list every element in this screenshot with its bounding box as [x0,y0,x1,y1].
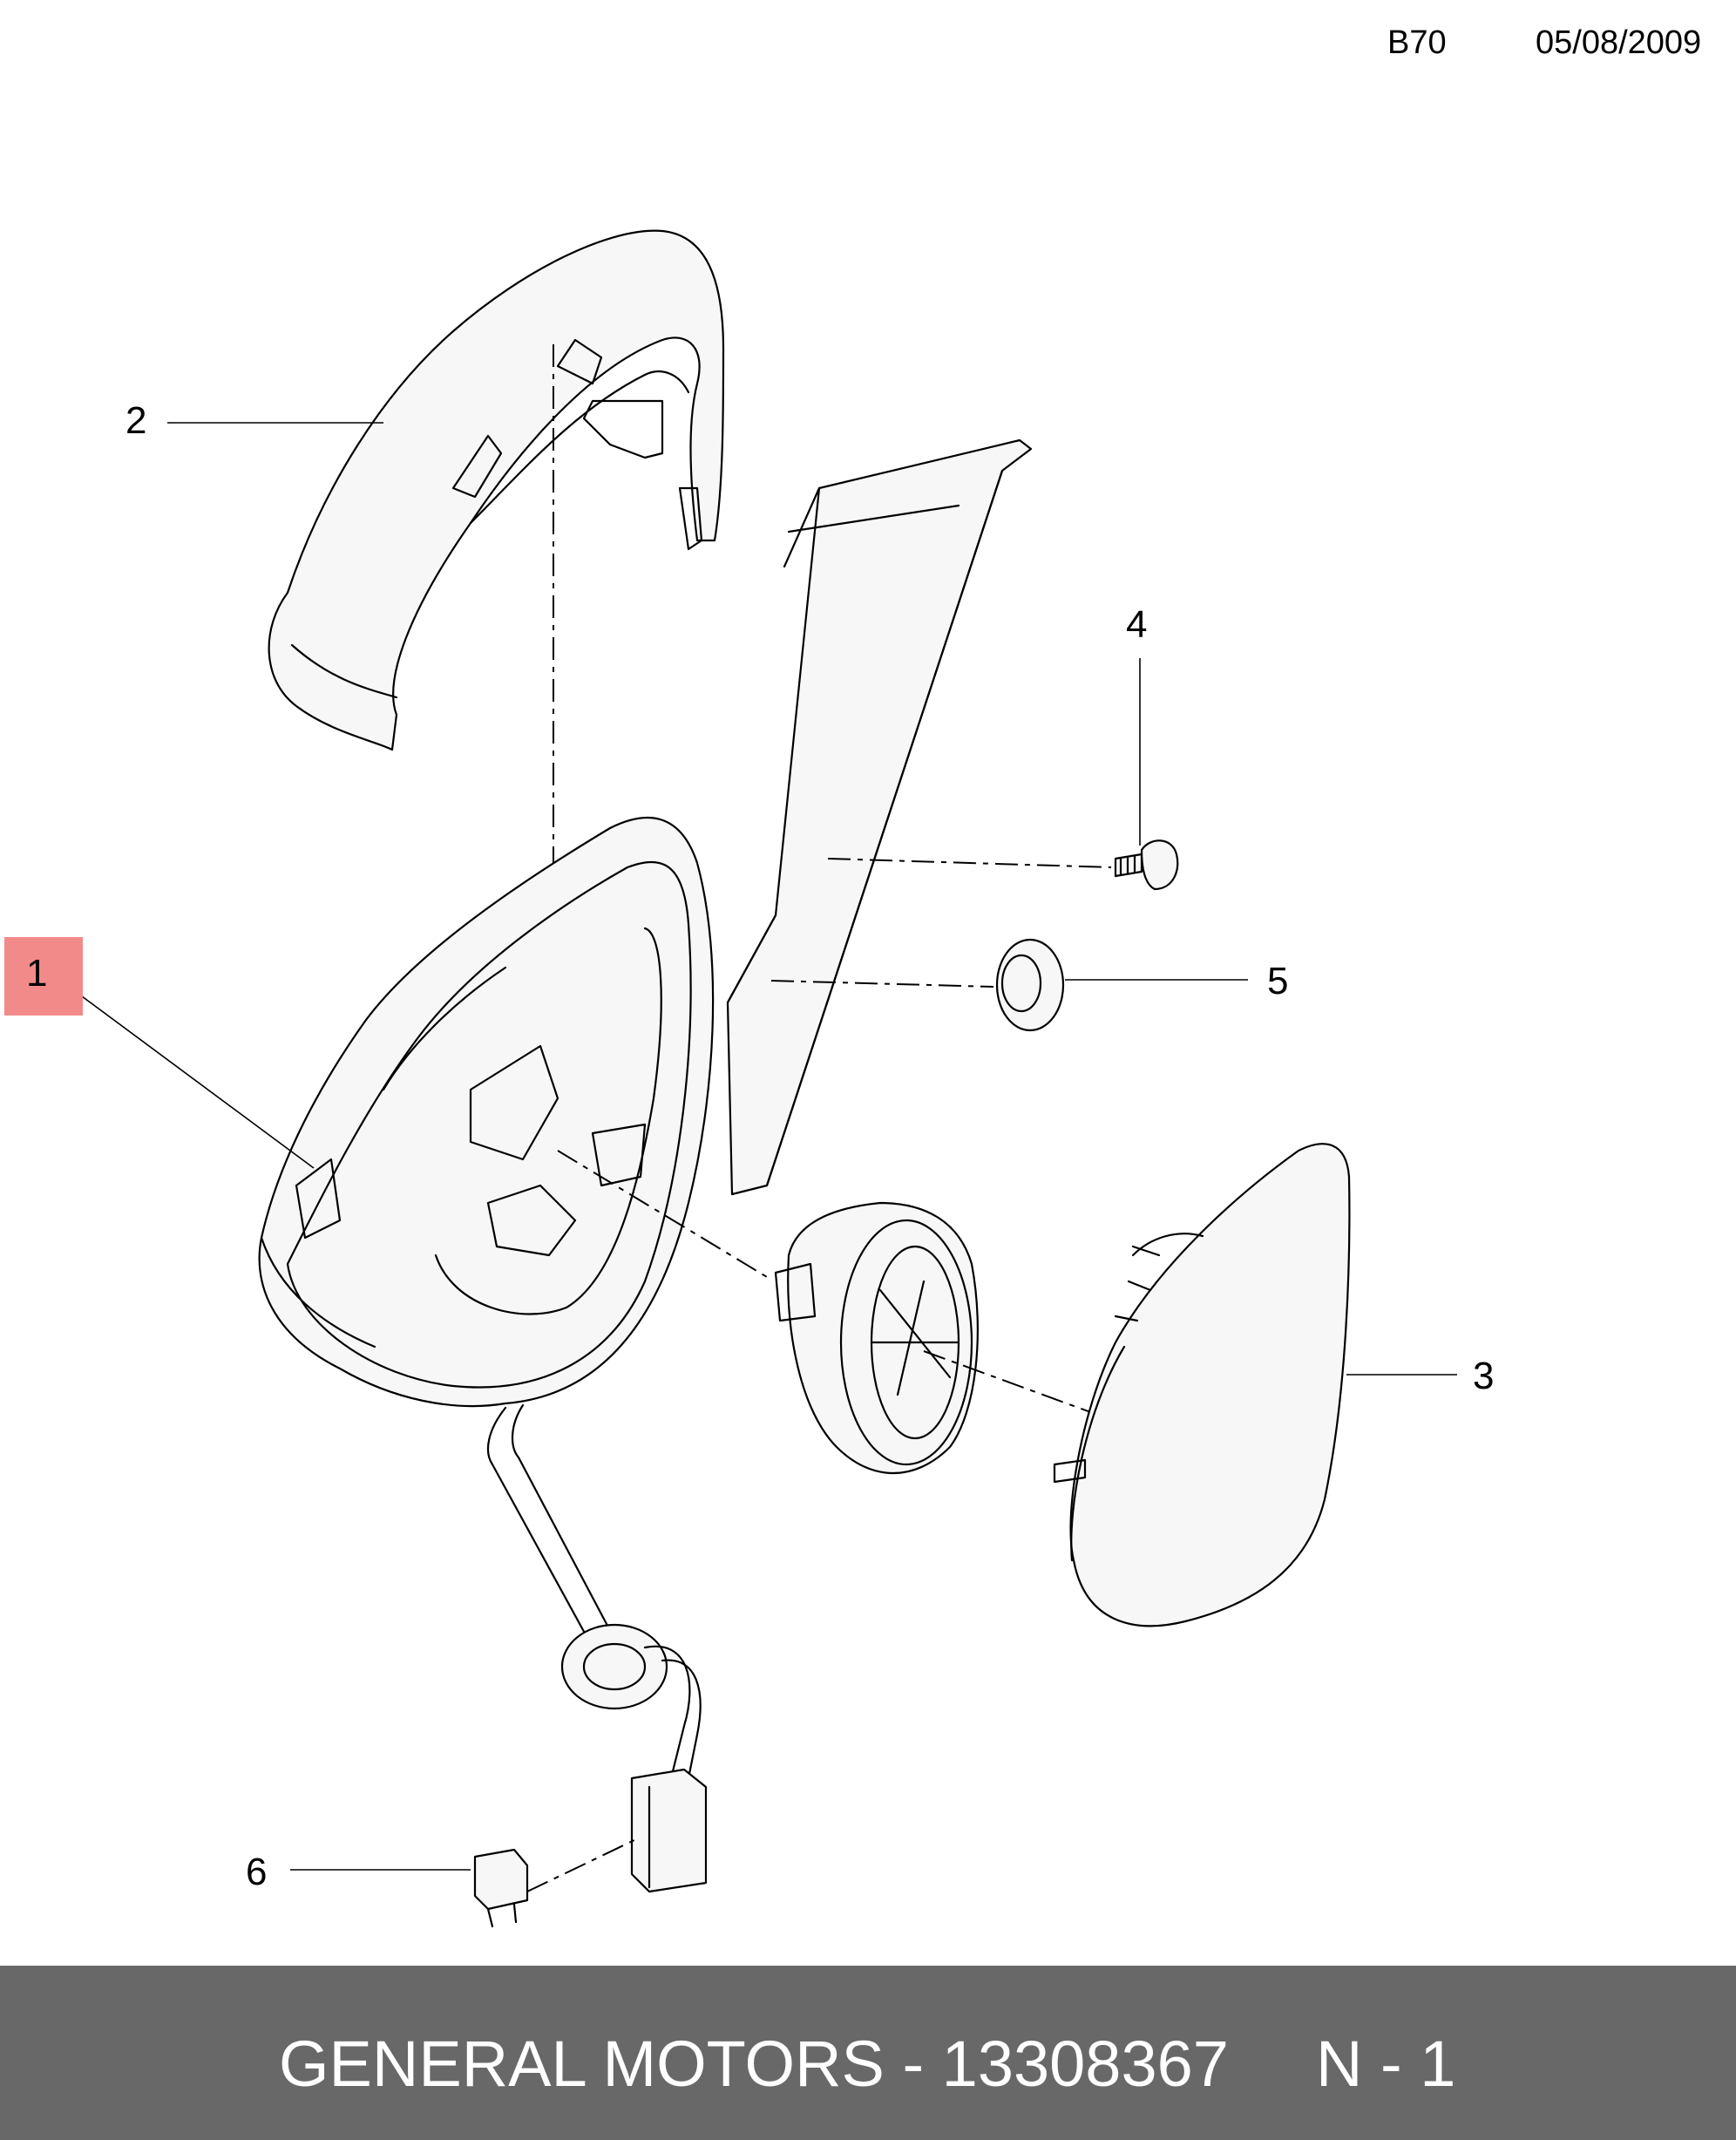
quantity-label: N - 1 [1316,2028,1456,2100]
assembly-line-glass [923,1350,1103,1417]
callout-highlight [4,937,83,1016]
mirror-base-bracket [726,438,1033,1196]
footer-bar: GENERAL MOTORS - 13308367 N - 1 [0,1966,1736,2140]
mirror-housing-part [258,816,715,1408]
grommet-part [995,938,1065,1032]
assembly-line-screw [827,858,1112,868]
mirror-glass-part [1053,1143,1351,1627]
screw-part [1114,839,1179,891]
callout-6: 6 [246,1851,268,1893]
callout-3: 3 [1473,1355,1495,1397]
leader-line-1 [78,993,315,1169]
callout-2: 2 [125,399,147,442]
connector-clip-part [473,1848,529,1928]
callout-5: 5 [1267,960,1289,1002]
callout-1: 1 [26,952,48,995]
diagram-date: 05/08/2009 [1536,24,1702,61]
mirror-cover-part [268,229,725,751]
assembly-line-clip [526,1838,637,1892]
mirror-actuator-part [774,1201,979,1474]
assembly-line-grommet [770,980,994,988]
wiring-harness-part [486,1403,708,1893]
part-number-title: GENERAL MOTORS - 13308367 [279,2028,1229,2100]
callout-4: 4 [1126,603,1148,646]
diagram-code: B70 [1387,24,1447,61]
parts-illustration [78,229,1457,1928]
